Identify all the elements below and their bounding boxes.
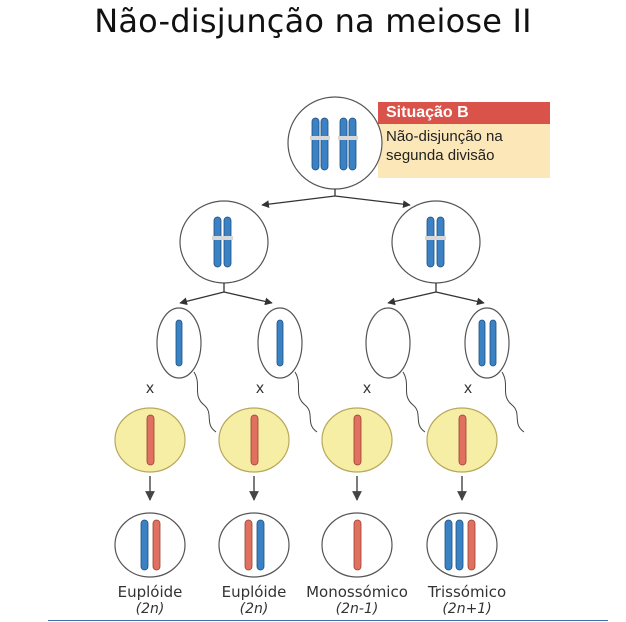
zygote-2-euploid [218,512,290,578]
situation-box: Situação B Não-disjunção na segunda divi… [378,102,550,178]
egg-1 [114,407,186,473]
parent-chromosome-pair [310,117,358,171]
left-chromosome [212,216,233,268]
result-ploidy-3: (2n-1) [335,601,379,617]
sperm-4-extra [464,307,525,433]
fertilization-arrows [145,476,467,501]
zygote-4-trisomic [426,512,498,578]
situation-header: Situação B [378,102,550,124]
result-label-4: Trissómico (2n+1) [412,584,522,618]
sperm-2 [257,307,318,433]
result-name-2: Euplóide [221,583,287,601]
result-ploidy-4: (2n+1) [442,601,492,617]
result-label-3: Monossómico (2n-1) [297,584,417,618]
zygote-1-euploid [114,512,186,578]
result-name-1: Euplóide [117,583,183,601]
zygote-3-monosomic [321,512,393,578]
result-name-4: Trissómico [427,583,507,601]
parent-cell [287,96,383,190]
result-label-2: Euplóide (2n) [204,584,304,618]
meiosis-ii-arrows [179,283,485,306]
situation-line-1: Não-disjunção na [386,128,503,145]
situation-line-2: segunda divisão [386,147,495,164]
egg-2 [218,407,290,473]
egg-4 [426,407,498,473]
cross-symbol-2: x [256,380,264,397]
result-label-1: Euplóide (2n) [100,584,200,618]
egg-3 [321,407,393,473]
cross-symbol-1: x [146,380,154,397]
slide-bottom-rule [48,620,608,621]
slide-title: Não-disjunção na meiose II [94,2,532,40]
right-chromosome [425,216,446,268]
result-ploidy-2: (2n) [239,601,269,617]
situation-description: Não-disjunção na segunda divisão [378,124,550,165]
cross-symbol-4: x [464,380,472,397]
sperm-3-empty [365,307,426,433]
sperm-1 [156,307,217,433]
meiosis-i-arrows [261,189,411,209]
meiosis-i-cell-right [391,200,481,284]
cross-symbol-3: x [363,380,371,397]
result-name-3: Monossómico [306,583,408,601]
result-ploidy-1: (2n) [135,601,165,617]
